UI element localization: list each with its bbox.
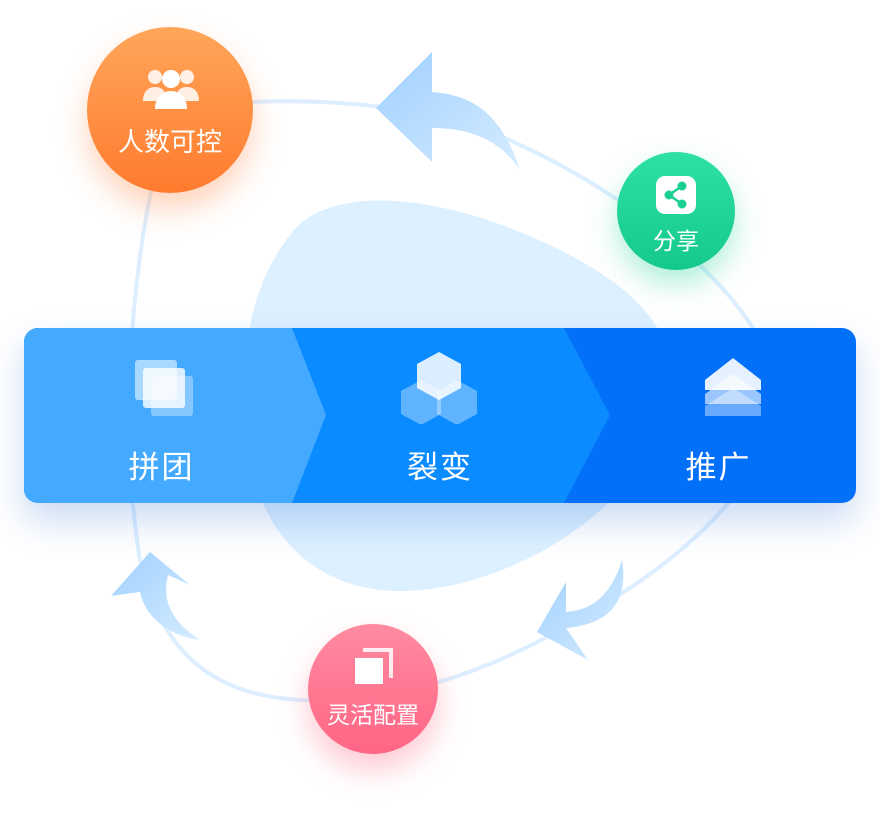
- segment-1-bg: [24, 328, 326, 503]
- users-icon: [143, 70, 199, 109]
- layers-icon: [705, 358, 761, 416]
- feature-label: 分享: [653, 229, 699, 255]
- step-liebian: 裂变: [299, 328, 581, 503]
- share-icon: [656, 176, 696, 214]
- arrow-right: [537, 560, 624, 660]
- feature-label: 人数可控: [117, 128, 222, 158]
- step-pintuan: 拼团: [24, 328, 299, 503]
- process-bar: 拼团 裂变 推广: [24, 328, 856, 503]
- arrow-top: [376, 52, 520, 170]
- step-label: 推广: [685, 450, 752, 486]
- feature-label: 灵活配置: [327, 703, 419, 729]
- stacked-squares-icon: [135, 360, 193, 416]
- step-tuiguang: 推广: [581, 328, 856, 503]
- feature-config-bubble: 灵活配置: [308, 624, 438, 754]
- copy-icon: [355, 648, 393, 684]
- step-label: 拼团: [128, 450, 195, 486]
- feature-share-bubble: 分享: [617, 152, 735, 270]
- cubes-icon: [401, 352, 477, 424]
- step-label: 裂变: [407, 450, 473, 486]
- arrow-left: [111, 552, 200, 640]
- feature-headcount-bubble: 人数可控: [87, 27, 253, 193]
